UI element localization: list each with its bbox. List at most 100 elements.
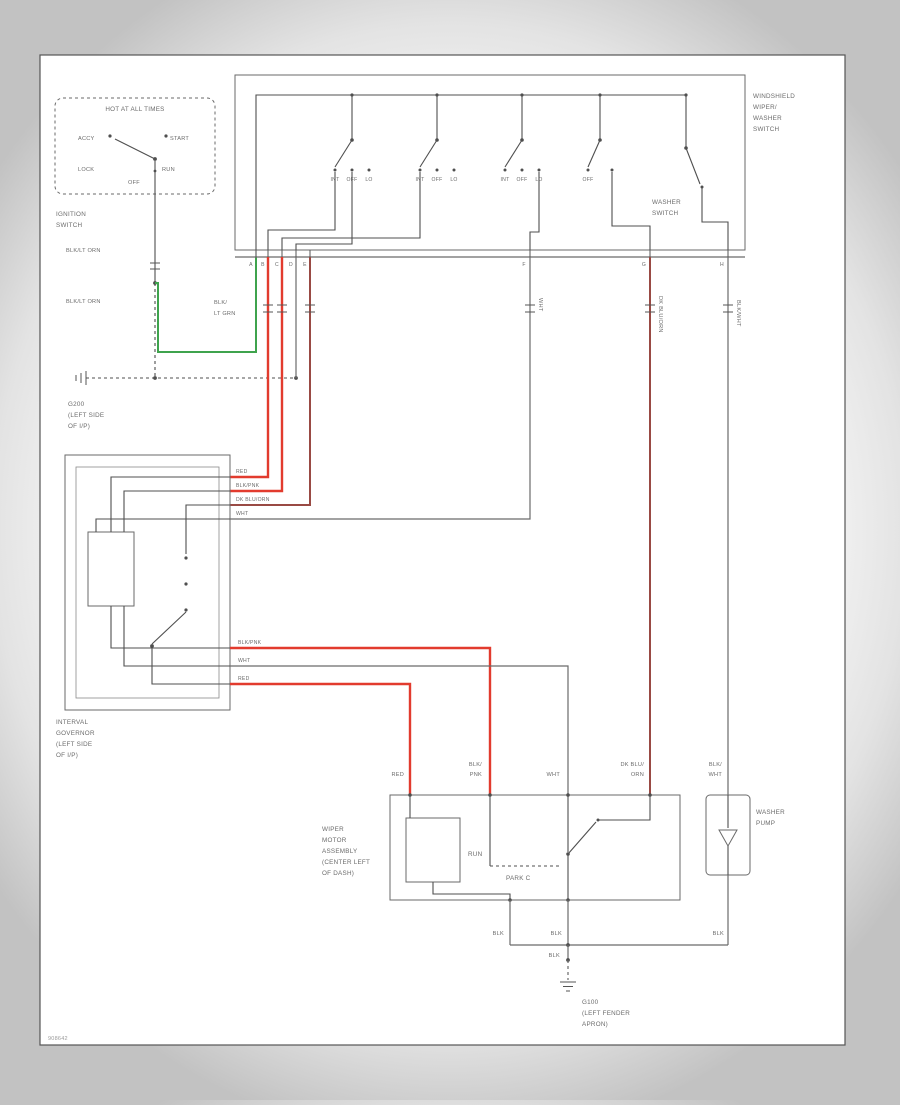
sheet-code: 908642 [48, 1036, 68, 1042]
ignition-position-accy: ACCY [78, 136, 95, 142]
ignition-position-lock: LOCK [78, 167, 94, 173]
g200-label-3: OF I/P) [68, 423, 90, 430]
g100-label-3: APRON) [582, 1021, 608, 1028]
wire-wht-to-governor [230, 257, 531, 520]
gov-input-label-dk-blu-orn: DK BLU/ORN [236, 497, 270, 503]
terminal-letter: A [249, 262, 253, 268]
wafer-contact [586, 168, 590, 172]
wafer-arm [587, 139, 601, 168]
terminal-letter: B [261, 262, 265, 268]
wafer-contact [333, 168, 337, 172]
wiper-switch-title-2: WIPER/ [753, 104, 777, 111]
governor-internal-wire [110, 606, 230, 649]
governor-title-3: (LEFT SIDE [56, 741, 92, 748]
park-switch-arm [567, 821, 597, 855]
governor-internal-wire [95, 518, 230, 532]
motor-title-5: OF DASH) [322, 870, 354, 877]
terminal-letter: F [522, 262, 525, 268]
wire-red-to-motor [230, 682, 412, 795]
switch-wafer-2: INT OFF LO [416, 93, 457, 183]
terminal-letter: E [303, 262, 307, 268]
motor-terminal-labels: RED BLK/ PNK WHT DK BLU/ ORN BLK/ WHT [391, 762, 722, 778]
motor-title-1: WIPER [322, 826, 344, 833]
gov-input-label-blk-pnk: BLK/PNK [236, 483, 260, 489]
ignition-switch-title-2: SWITCH [56, 222, 83, 229]
governor-contact [184, 582, 188, 586]
motor-wire-label-wht: WHT [547, 772, 561, 778]
hot-at-all-times-label: HOT AT ALL TIMES [105, 106, 164, 113]
wire-label-blk-wht-vertical: BLK/WHT [735, 300, 741, 327]
wafer-arm [504, 139, 523, 168]
governor-contact [184, 608, 188, 612]
ignition-switch-section: HOT AT ALL TIMES ACCY START LOCK RUN OFF… [54, 97, 216, 376]
governor-title-2: GOVERNOR [56, 730, 95, 737]
motor-internal-wire [432, 882, 511, 900]
wafer-contact [367, 168, 371, 172]
governor-output-wires: BLK/PNK WHT RED [230, 640, 569, 795]
governor-internal-wire [123, 606, 230, 667]
pump-wire-label-blk-wht-2: WHT [709, 772, 723, 778]
g100-label-2: (LEFT FENDER [582, 1010, 630, 1017]
washer-pump-title-2: PUMP [756, 820, 775, 827]
governor-internal-wire [151, 646, 230, 685]
wafer-contact [537, 168, 541, 172]
wire-label-blk-lt-grn-2: LT GRN [214, 311, 236, 317]
gov-output-label-red: RED [238, 676, 250, 682]
governor-internal-wire [123, 490, 230, 532]
motor-park-label: PARK C [506, 875, 531, 882]
wire-dk-blu-orn-to-governor [230, 257, 311, 506]
wafer-pos-lo: LO [365, 177, 372, 183]
governor-internal-wire [110, 476, 230, 532]
wafer-arm [419, 139, 438, 168]
motor-run-label: RUN [468, 851, 483, 858]
ignition-contact-start [164, 134, 168, 138]
governor-contact [184, 556, 188, 560]
wire-blk-pnk-to-governor [230, 257, 284, 493]
switch-output-wire [267, 172, 336, 250]
ignition-contact-accy [108, 134, 112, 138]
ignition-position-off: OFF [128, 180, 140, 186]
blk-label-1: BLK [493, 931, 504, 937]
switch-output-wire [529, 172, 540, 250]
gov-input-label-red: RED [236, 469, 248, 475]
switch-feed-rail [255, 94, 686, 257]
inline-connectors [263, 304, 733, 313]
wiper-washer-switch-section: WINDSHIELD WIPER/ WASHER SWITCH INT OFF … [234, 74, 795, 268]
motor-title-2: MOTOR [322, 837, 347, 844]
wafer-contact [350, 168, 354, 172]
motor-wire-label-dk-blu-orn-2: ORN [631, 772, 644, 778]
wire-blk-pnk-to-motor [230, 646, 492, 795]
diagram-sheet [39, 54, 846, 1046]
motor-title-3: ASSEMBLY [322, 848, 358, 855]
motor-title-4: (CENTER LEFT [322, 859, 370, 866]
gov-input-label-wht: WHT [236, 511, 248, 517]
terminal-letter: H [720, 262, 724, 268]
blk-label-3: BLK [713, 931, 724, 937]
motor-internal-wire [598, 795, 651, 821]
g100-ground-section: BLK BLK BLK BLK G100 (LEFT FENDER APRON) [493, 875, 729, 1028]
switch-output-wire [701, 187, 729, 250]
wiper-motor-section: RUN PARK C WIPER MOTOR ASSEMBLY (CENTER … [322, 793, 681, 902]
switch-output-wire [611, 172, 651, 250]
gov-output-label-blk-pnk: BLK/PNK [238, 640, 262, 646]
wafer-contact [418, 168, 422, 172]
switch-output-wire [295, 172, 353, 250]
pump-symbol [718, 829, 738, 848]
governor-internal-wire [185, 504, 230, 554]
governor-box [64, 454, 231, 711]
ignition-position-run: RUN [162, 167, 175, 173]
blk-label-4: BLK [549, 953, 560, 959]
governor-title-4: OF I/P) [56, 752, 78, 759]
ignition-switch-box [54, 97, 216, 195]
wire-blk-lt-grn [155, 257, 257, 353]
motor-wire-label-red: RED [391, 772, 404, 778]
governor-inner-box [75, 466, 220, 699]
connector-terminals: A B C D E F G H [249, 250, 729, 268]
washer-switch-label-1: WASHER [652, 199, 681, 206]
g100-label-1: G100 [582, 999, 599, 1006]
g200-label-2: (LEFT SIDE [68, 412, 104, 419]
wire-label-blk-lt-grn-1: BLK/ [214, 300, 227, 306]
motor-wire-label-dk-blu-orn-1: DK BLU/ [620, 762, 644, 768]
gov-output-label-wht: WHT [238, 658, 250, 664]
